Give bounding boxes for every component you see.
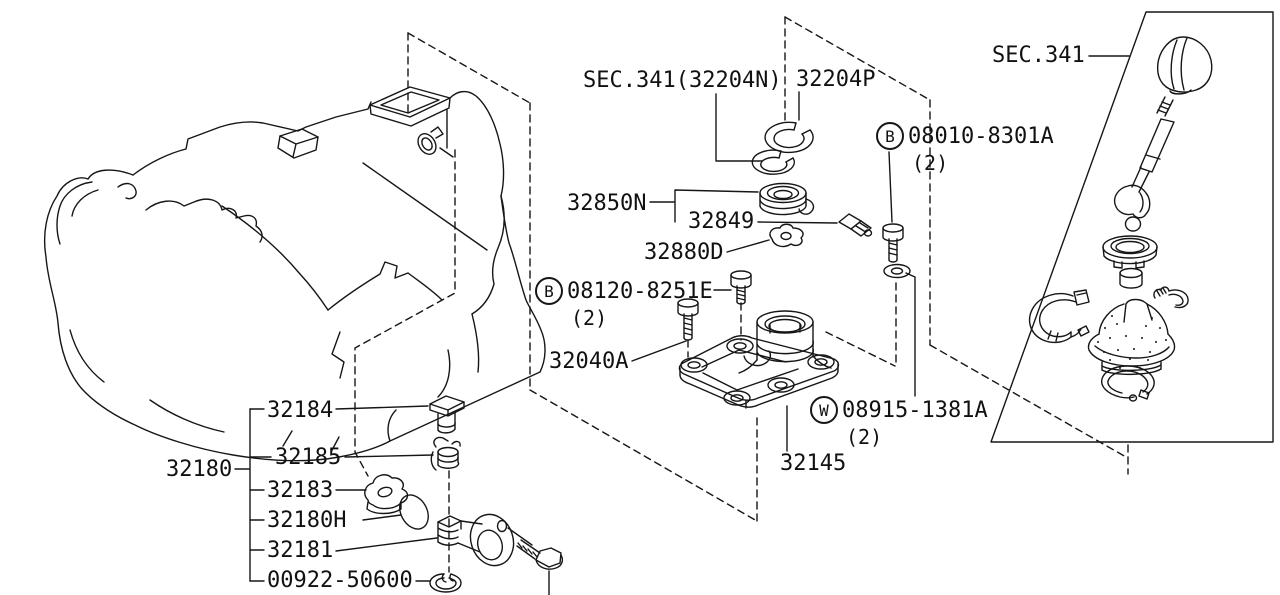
snap-ring-32204n-drawing <box>751 149 795 175</box>
gasket-32180h-drawing <box>399 494 429 530</box>
callout-32180h[interactable]: 32180H <box>267 508 347 533</box>
washer-08915-drawing <box>883 263 911 279</box>
callout-32040a[interactable]: 32040A <box>549 349 629 374</box>
bolt-08010-drawing <box>882 223 904 263</box>
clip-32880d-drawing <box>769 223 804 248</box>
dashed-reference-lines <box>354 16 1129 573</box>
callout-32185[interactable]: 32185 <box>275 445 342 470</box>
clip-drawing <box>1153 286 1189 309</box>
lever-seat-drawing <box>1102 235 1158 269</box>
shift-lever-drawing <box>1113 96 1175 232</box>
leader-lines <box>234 55 1130 582</box>
callout-32181[interactable]: 32181 <box>267 538 334 563</box>
dust-cover-32181-drawing <box>437 513 533 567</box>
bolt-32040a-drawing <box>677 298 699 341</box>
callout-sec341-32204n[interactable]: SEC.341(32204N) <box>583 68 782 93</box>
plug-32184-drawing <box>429 395 465 434</box>
callout-32184[interactable]: 32184 <box>267 398 334 423</box>
callout-32180[interactable]: 32180 <box>166 457 233 482</box>
check-ball-plug-32849-drawing <box>838 213 873 237</box>
snap-ring-32204p-drawing <box>764 121 814 154</box>
callout-32880d[interactable]: 32880D <box>644 240 724 265</box>
hardware-number: 08010-8301A <box>908 123 1054 149</box>
bushing-drawing <box>1119 267 1143 289</box>
breather-32185-drawing <box>430 436 461 471</box>
callout-32850n[interactable]: 32850N <box>567 191 647 216</box>
clamp-band-drawing <box>1028 289 1090 344</box>
hardware-number: 08915-1381A <box>842 397 988 423</box>
callout-sec341[interactable]: SEC.341 <box>992 43 1085 68</box>
flange-bolt-drawing <box>516 539 564 595</box>
w-circle-icon: W <box>810 396 838 424</box>
callout-32183[interactable]: 32183 <box>267 478 334 503</box>
snap-ring-00922-drawing <box>429 573 462 593</box>
callout-00922-50600[interactable]: 00922-50600 <box>267 568 413 593</box>
check-arm-32183-drawing <box>364 474 409 515</box>
hardware-number: 08120-8251E <box>567 278 713 304</box>
insulator-drawing <box>1087 298 1176 376</box>
spring-seat-32850n-drawing <box>759 182 815 216</box>
hardware-qty: (2) <box>912 151 949 175</box>
snap-ring-bottom-drawing <box>1101 365 1155 402</box>
bolt-08120-drawing <box>730 270 752 305</box>
shift-knob-drawing <box>1156 36 1213 95</box>
callout-32145[interactable]: 32145 <box>780 451 847 476</box>
shifter-assembly-sec341-drawing <box>990 11 1274 443</box>
control-cover-32145-drawing <box>678 310 840 409</box>
hardware-qty: (2) <box>571 306 608 330</box>
callout-32849[interactable]: 32849 <box>688 209 755 234</box>
hardware-qty: (2) <box>846 425 883 449</box>
b-circle-icon: B <box>876 122 904 150</box>
callout-32204p[interactable]: 32204P <box>796 67 876 92</box>
b-circle-icon: B <box>535 277 563 305</box>
